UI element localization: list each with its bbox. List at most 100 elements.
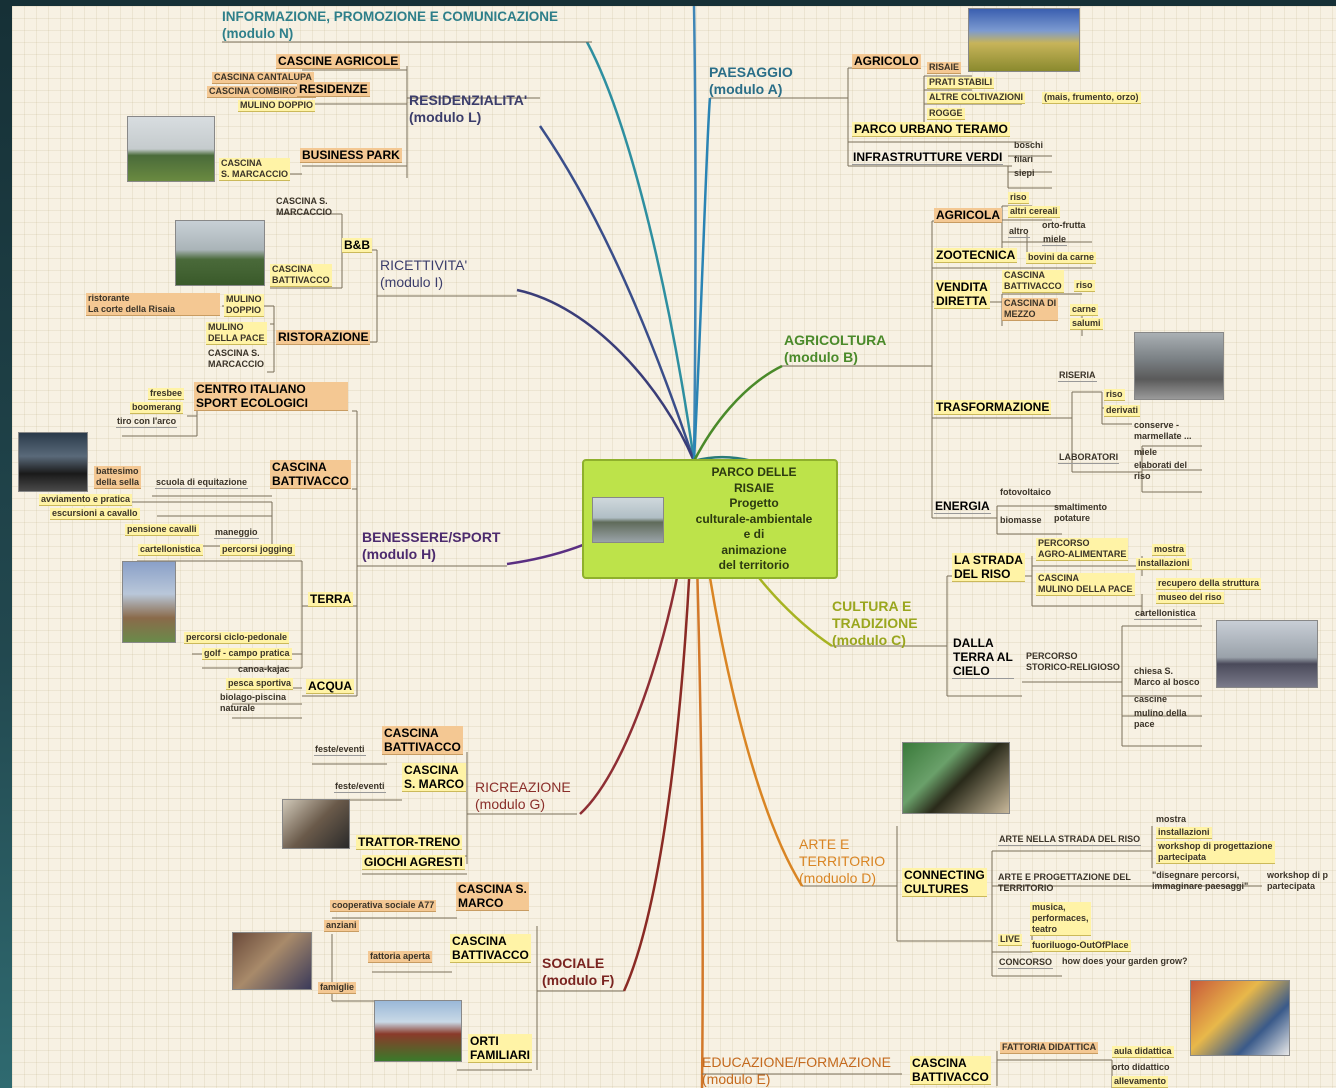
installazioni-strada-node[interactable]: installazioni (1136, 558, 1192, 570)
bb-node[interactable]: B&B (342, 238, 372, 253)
zootecnica-node[interactable]: ZOOTECNICA (934, 248, 1018, 263)
cascine-agricole-node[interactable]: CASCINE AGRICOLE (276, 54, 401, 69)
connecting-cultures-node[interactable]: CONNECTING CULTURES (902, 868, 987, 897)
arte-progettazione-node[interactable]: ARTE E PROGETTAZIONE DEL TERRITORIO (998, 872, 1131, 893)
biomasse-node[interactable]: biomasse (1000, 515, 1042, 525)
workshop-partecipata-node[interactable]: workshop di p partecipata (1267, 870, 1329, 891)
infrastrutture-node[interactable]: INFRASTRUTTURE VERDI (852, 150, 1004, 165)
vendita-diretta-node[interactable]: VENDITA DIRETTA (934, 280, 990, 309)
cascine-node[interactable]: cascine (1134, 694, 1168, 704)
laboratori-node[interactable]: LABORATORI (1058, 452, 1120, 464)
canoa-node[interactable]: canoa-kajac (238, 664, 290, 674)
siepi-node[interactable]: siepi (1014, 168, 1035, 178)
concorso-node[interactable]: CONCORSO (998, 957, 1054, 969)
mulino-doppio-node[interactable]: MULINO DOPPIO (238, 100, 316, 112)
trattor-treno-node[interactable]: TRATTOR-TRENO (356, 835, 463, 850)
ristorante-node[interactable]: ristorante La corte della Risaia (86, 293, 220, 316)
fresbee-node[interactable]: fresbee (148, 388, 185, 400)
altri-cereali-node[interactable]: altri cereali (1008, 206, 1060, 218)
derivati-node[interactable]: derivati (1104, 405, 1141, 417)
altro-node[interactable]: altro (1008, 226, 1030, 238)
fattoria-didattica-node[interactable]: FATTORIA DIDATTICA (1000, 1042, 1099, 1054)
cascina-mulino-node[interactable]: CASCINA MULINO DELLA PACE (1036, 573, 1135, 596)
battesimo-node[interactable]: battesimo della sella (94, 466, 142, 489)
cascina-smarcaccio-ristorazione-node[interactable]: CASCINA S. MARCACCIO (208, 348, 264, 369)
installazioni-arte-node[interactable]: installazioni (1156, 827, 1212, 839)
mostra-strada-node[interactable]: mostra (1152, 544, 1187, 556)
anziani-node[interactable]: anziani (324, 920, 359, 932)
cascina-smarco-ricreazione-node[interactable]: CASCINA S. MARCO (402, 763, 466, 792)
miele-laboratori-node[interactable]: miele (1134, 447, 1158, 457)
business-park-node[interactable]: BUSINESS PARK (300, 148, 402, 163)
terra-node[interactable]: TERRA (308, 592, 354, 607)
cascina-battivacco-educazione-node[interactable]: CASCINA BATTIVACCO (910, 1056, 991, 1085)
cascina-cantalupa-node[interactable]: CASCINA CANTALUPA (212, 72, 314, 84)
cascina-smarcaccio-node[interactable]: CASCINA S. MARCACCIO (219, 158, 290, 181)
cascina-battivacco-ricreazione-node[interactable]: CASCINA BATTIVACCO (382, 726, 463, 755)
feste-eventi-2-node[interactable]: feste/eventi (334, 781, 386, 793)
allevamento-node[interactable]: allevamento (1112, 1076, 1169, 1088)
giochi-agresti-node[interactable]: GIOCHI AGRESTI (362, 855, 465, 870)
feste-eventi-1-node[interactable]: feste/eventi (314, 744, 366, 756)
smaltimento-node[interactable]: smaltimento potature (1054, 502, 1108, 523)
riseria-node[interactable]: RISERIA (1058, 370, 1097, 382)
bovini-node[interactable]: bovini da carne (1026, 252, 1097, 264)
percorsi-ciclo-node[interactable]: percorsi ciclo-pedonale (184, 632, 290, 644)
boomerang-node[interactable]: boomerang (130, 402, 184, 414)
miele-agricola-node[interactable]: miele (1042, 234, 1068, 246)
percorso-agro-node[interactable]: PERCORSO AGRO-ALIMENTARE (1036, 538, 1129, 561)
cooperativa-node[interactable]: cooperativa sociale A77 (330, 900, 437, 912)
escursioni-node[interactable]: escursioni a cavallo (50, 508, 140, 520)
carne-node[interactable]: carne (1070, 304, 1099, 316)
salumi-node[interactable]: salumi (1070, 318, 1103, 330)
maneggio-node[interactable]: maneggio (214, 527, 259, 539)
aula-didattica-node[interactable]: aula didattica (1112, 1046, 1174, 1058)
percorsi-jogging-node[interactable]: percorsi jogging (220, 544, 295, 556)
agricola-node[interactable]: AGRICOLA (934, 208, 1002, 223)
boschi-node[interactable]: boschi (1014, 140, 1044, 150)
residenze-node[interactable]: RESIDENZE (297, 82, 370, 97)
fuoriluogo-node[interactable]: fuoriluogo-OutOfPlace (1030, 940, 1131, 952)
scuola-equitazione-node[interactable]: scuola di equitazione (155, 477, 249, 489)
tiro-arco-node[interactable]: tiro con l'arco (116, 416, 178, 428)
trasformazione-node[interactable]: TRASFORMAZIONE (934, 400, 1052, 415)
filari-node[interactable]: filari (1014, 154, 1034, 164)
acqua-node[interactable]: ACQUA (306, 679, 354, 694)
famiglie-node[interactable]: famiglie (318, 982, 357, 994)
golf-node[interactable]: golf - campo pratica (202, 648, 292, 660)
cascina-smarco-sociale-node[interactable]: CASCINA S. MARCO (456, 882, 529, 911)
recupero-node[interactable]: recupero della struttura (1156, 578, 1262, 590)
disegnare-node[interactable]: "disegnare percorsi, immaginare paesaggi… (1152, 870, 1249, 891)
cartellonistica-cultura-node[interactable]: cartellonistica (1134, 608, 1197, 620)
chiesa-node[interactable]: chiesa S. Marco al bosco (1134, 666, 1200, 687)
pensione-node[interactable]: pensione cavalli (125, 524, 199, 536)
dalla-terra-node[interactable]: DALLA TERRA AL CIELO (952, 636, 1014, 679)
cascina-battivacco-vendita-node[interactable]: CASCINA BATTIVACCO (1002, 270, 1064, 293)
mulino-pace-cultura-node[interactable]: mulino della pace (1134, 708, 1187, 729)
centro-italiano-node[interactable]: CENTRO ITALIANO SPORT ECOLOGICI (194, 382, 348, 411)
prati-stabili-node[interactable]: PRATI STABILI (927, 77, 995, 89)
altre-coltivazioni-node[interactable]: ALTRE COLTIVAZIONI (927, 92, 1025, 104)
central-node[interactable]: PARCO DELLE RISAIE Progetto culturale-am… (582, 459, 838, 579)
cascina-mezzo-node[interactable]: CASCINA DI MEZZO (1002, 298, 1059, 321)
avviamento-node[interactable]: avviamento e pratica (39, 494, 133, 506)
biolago-node[interactable]: biolago-piscina naturale (220, 692, 287, 713)
workshop-node[interactable]: workshop di progettazione partecipata (1156, 841, 1275, 864)
rogge-node[interactable]: ROGGE (927, 108, 965, 120)
ristorazione-node[interactable]: RISTORAZIONE (276, 330, 371, 345)
mulino-doppio-ristorazione-node[interactable]: MULINO DOPPIO (224, 294, 264, 317)
energia-node[interactable]: ENERGIA (934, 499, 991, 514)
orto-didattico-node[interactable]: orto didattico (1112, 1062, 1170, 1072)
conserve-node[interactable]: conserve - marmellate ... (1134, 420, 1192, 441)
fotovoltaico-node[interactable]: fotovoltaico (1000, 487, 1051, 497)
mais-node[interactable]: (mais, frumento, orzo) (1042, 92, 1141, 104)
pesca-node[interactable]: pesca sportiva (226, 678, 294, 690)
elaborati-node[interactable]: elaborati del riso (1134, 460, 1188, 481)
strada-riso-node[interactable]: LA STRADA DEL RISO (952, 553, 1025, 582)
percorso-storico-node[interactable]: PERCORSO STORICO-RELIGIOSO (1026, 651, 1120, 672)
agricolo-node[interactable]: AGRICOLO (852, 54, 921, 69)
museo-riso-node[interactable]: museo del riso (1156, 592, 1224, 604)
parco-urbano-node[interactable]: PARCO URBANO TERAMO (852, 122, 1010, 137)
cascina-battivacco-bb-node[interactable]: CASCINA BATTIVACCO (270, 264, 332, 287)
cartellonistica-sport-node[interactable]: cartellonistica (138, 544, 203, 556)
